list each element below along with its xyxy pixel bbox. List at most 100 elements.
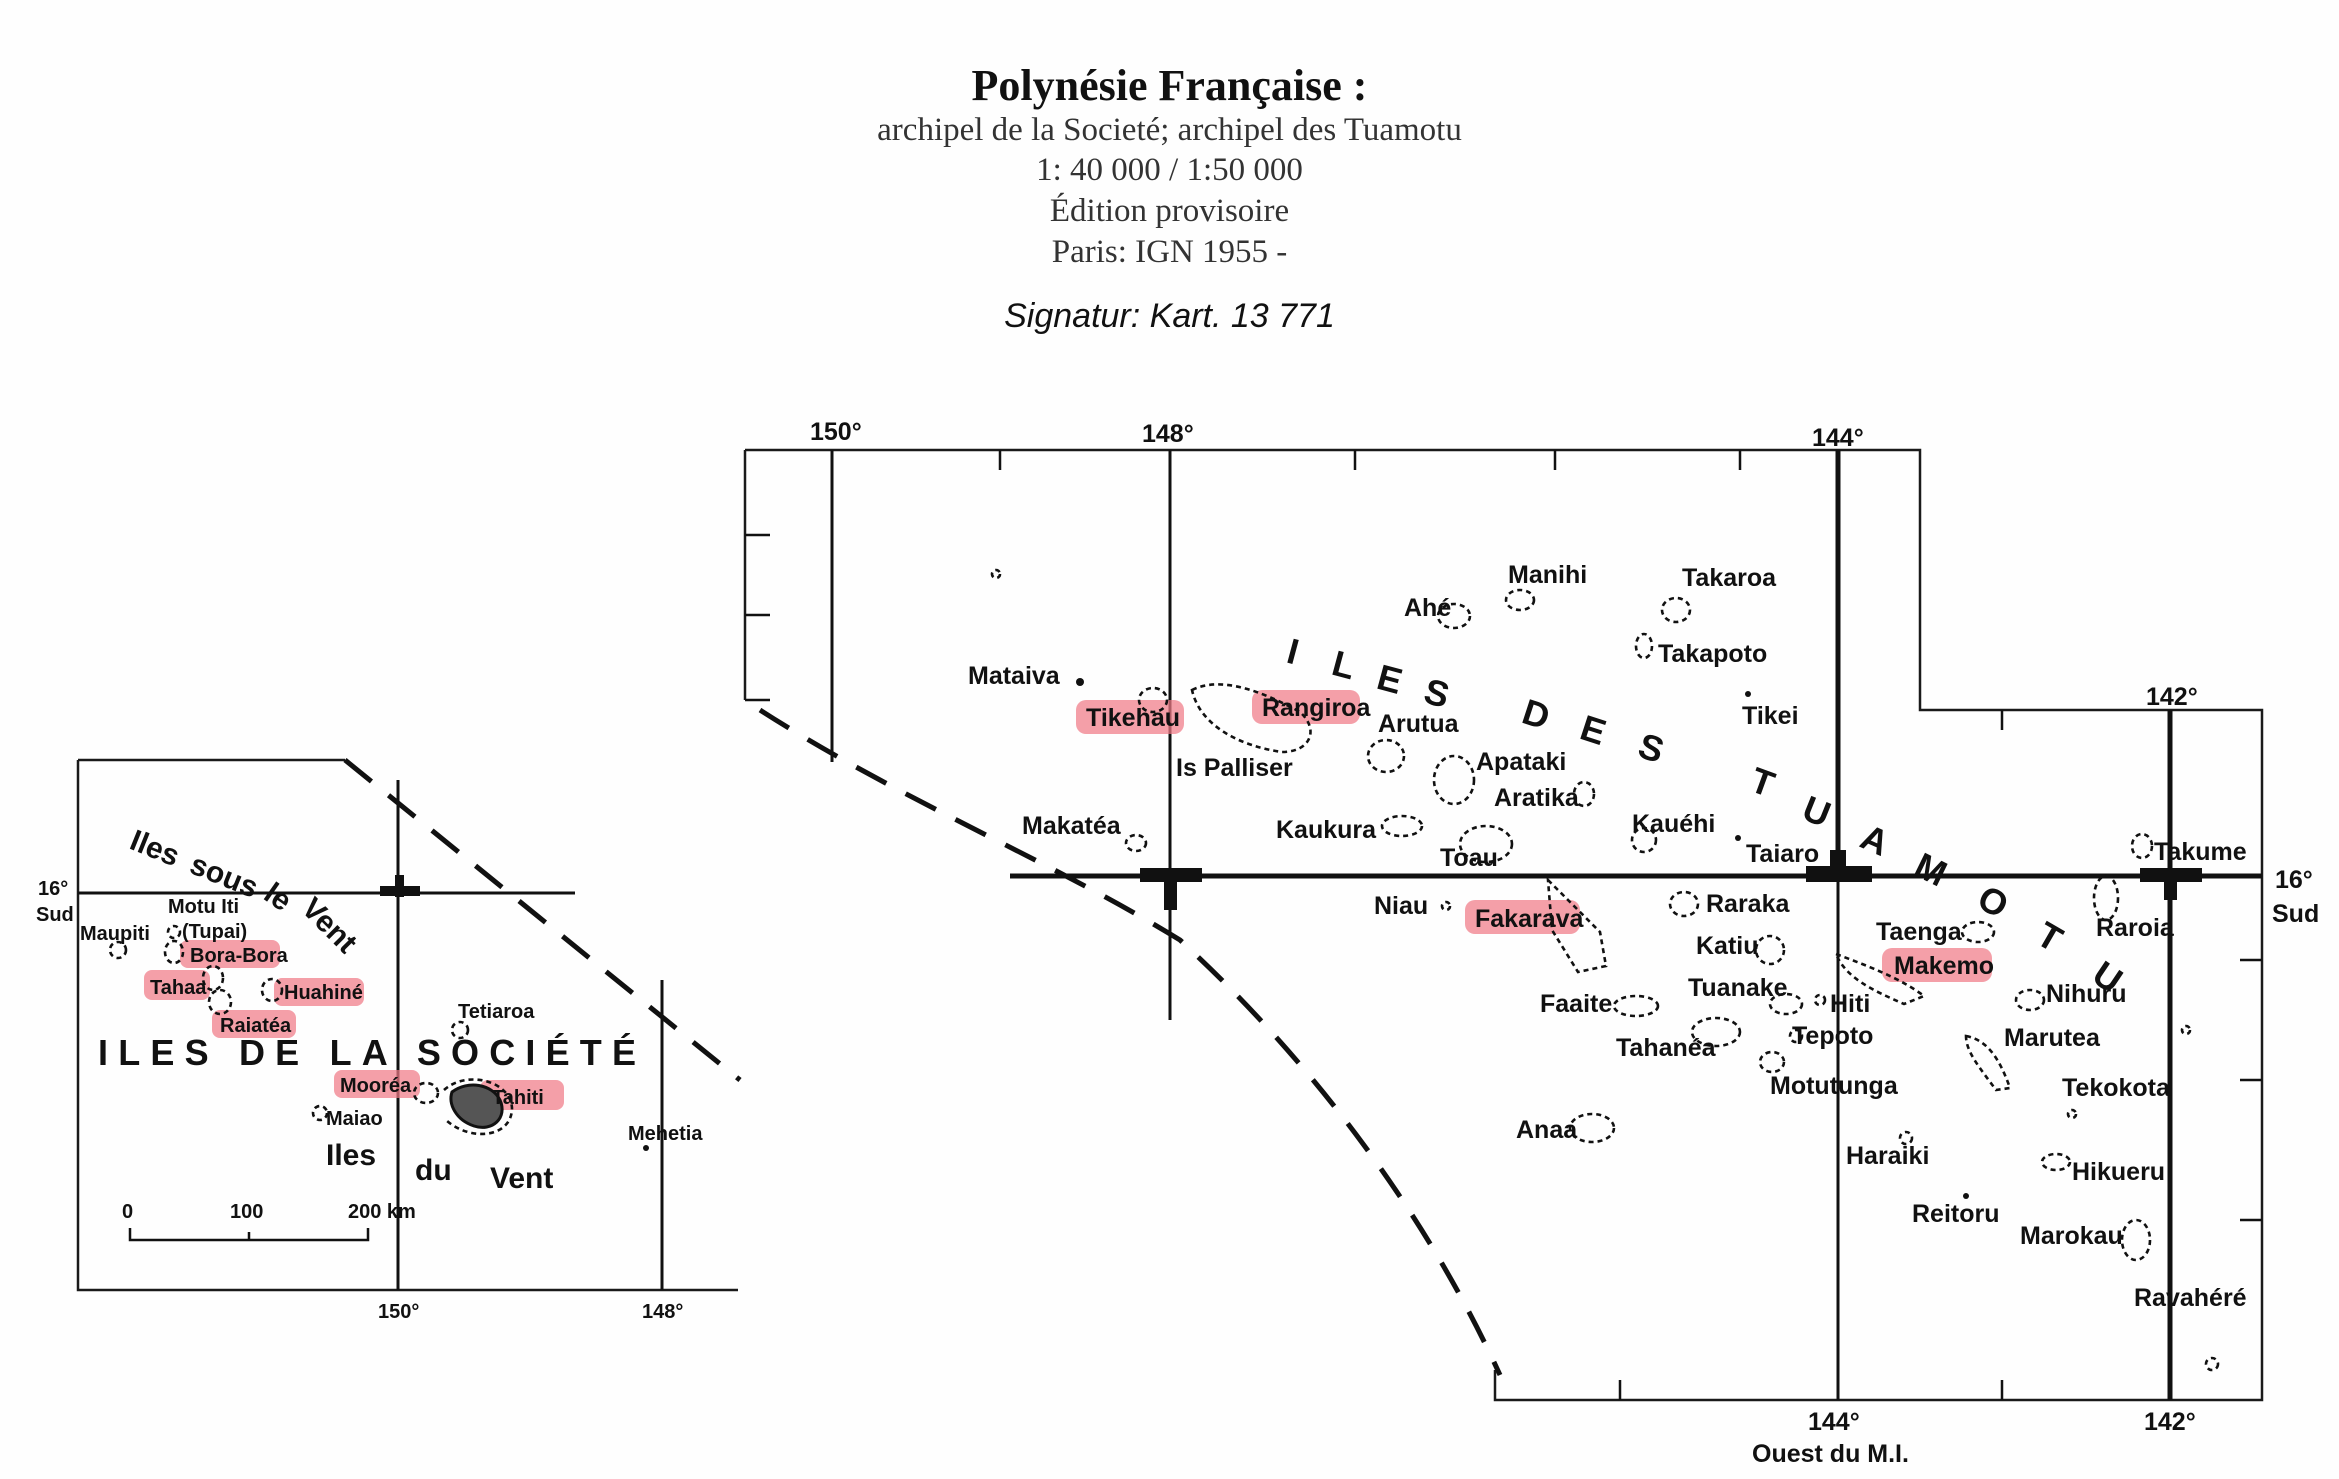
label-motu-iti: Motu Iti [168, 896, 239, 918]
highlight-raiatea [212, 1010, 296, 1038]
label-bora-bora: Bora-Bora [190, 945, 289, 967]
label-takaroa: Takaroa [1682, 564, 1777, 592]
subtitle-scale: 1: 40 000 / 1:50 000 [1036, 152, 1303, 188]
atoll-tikei [1745, 691, 1751, 697]
windward-label-iles: Iles [326, 1139, 376, 1172]
leeward-label-vent: Vent [295, 892, 363, 960]
label-tahiti: Tahiti [492, 1087, 544, 1109]
atoll-taenga [1960, 920, 1996, 944]
label-mataiva: Mataiva [968, 662, 1061, 690]
atoll-huahine [260, 977, 284, 1003]
atoll-takaroa [1660, 596, 1692, 624]
label-motutunga: Motutunga [1770, 1072, 1899, 1100]
windward-label-du: du [415, 1154, 452, 1187]
grid-cross-148-v [1164, 868, 1177, 910]
atoll-moorea [412, 1081, 440, 1105]
tuamotu-boundary-dash [758, 707, 1503, 1377]
label-toau: Toau [1440, 844, 1498, 872]
atoll-aratika [1572, 780, 1596, 808]
label-raraka: Raraka [1706, 890, 1790, 918]
atoll-takapoto [1634, 632, 1654, 660]
label-manihi: Manihi [1508, 561, 1587, 589]
label-haraiki: Haraiki [1846, 1142, 1929, 1170]
tuamotu-lon-148: 148° [1142, 420, 1194, 448]
meridian-note: Ouest du M.I. [1752, 1440, 1909, 1468]
tuamotu-map: 150° 148° 144° 142° 144° 142° Ouest du M… [743, 418, 2319, 1468]
region-letter-7: S [1634, 725, 1671, 772]
windward-label-vent: Vent [490, 1162, 553, 1195]
label-tekokota: Tekokota [2062, 1074, 2171, 1102]
grid-cross-144-v [1830, 850, 1846, 882]
label-tetiaroa: Tetiaroa [458, 1001, 535, 1023]
label-tahanea: Tahanéa [1616, 1034, 1717, 1062]
highlight-makemo [1882, 948, 1992, 982]
atoll-apataki [1432, 754, 1476, 806]
frame-ticks [745, 450, 2262, 1400]
label-katiu: Katiu [1696, 932, 1759, 960]
atoll-makemo [1833, 951, 1927, 1006]
atoll-arutua [1366, 738, 1406, 774]
label-aratika: Aratika [1494, 784, 1580, 812]
tuamotu-lat-sud: Sud [2272, 900, 2319, 928]
atoll-tekokota [2066, 1108, 2078, 1120]
call-number: Signatur: Kart. 13 771 [1004, 297, 1335, 335]
highlight-tahaa [144, 970, 210, 1000]
label-makatea: Makatéa [1022, 812, 1122, 840]
label-anaa: Anaa [1516, 1116, 1578, 1144]
atoll-kauehi [1630, 826, 1658, 854]
society-region-label: ILES DE LA SOCIÉTÉ [98, 1032, 638, 1073]
atoll-motutunga [1758, 1050, 1786, 1074]
society-boundary-dash [343, 758, 742, 1082]
atoll-niau [1440, 900, 1452, 912]
atoll-anaa [1568, 1112, 1616, 1144]
label-takume: Takume [2154, 838, 2247, 866]
region-letter-3: E [1373, 656, 1409, 702]
atoll-mataiva [1076, 678, 1084, 686]
region-letter-8: T [1745, 759, 1782, 806]
label-hiti: Hiti [1830, 990, 1870, 1018]
region-letter-12: O [1971, 877, 2017, 927]
label-faaite: Faaite [1540, 990, 1612, 1018]
subtitle-archipelagos: archipel de la Societé; archipel des Tua… [877, 112, 1462, 148]
atoll-raiatea [207, 988, 233, 1016]
atoll-kaukura [1380, 814, 1424, 838]
label-tupai: (Tupai) [182, 921, 247, 943]
scale-tick-100: 100 [230, 1201, 263, 1223]
label-ahe: Ahé [1404, 594, 1451, 622]
highlight-tikehau [1076, 700, 1184, 734]
atoll-tepoto [1788, 1028, 1804, 1044]
atoll-motu-iti [166, 924, 182, 940]
label-takapoto: Takapoto [1658, 640, 1767, 668]
region-letter-13: T [2030, 913, 2071, 961]
label-ravahere: Ravahéré [2134, 1284, 2247, 1312]
atoll-raroia [2092, 874, 2120, 922]
atoll-marutea [1964, 1034, 2012, 1092]
grid-cross-142-v [2164, 868, 2177, 900]
label-maupiti: Maupiti [80, 923, 150, 945]
atoll-katiu [1754, 934, 1786, 966]
society-lon-150: 150° [378, 1301, 419, 1323]
region-letter-2: L [1328, 642, 1362, 688]
atoll-tahaa [201, 964, 225, 992]
society-inset: 16° Sud 150° 148° Iles sous le Vent Iles… [36, 758, 742, 1323]
tuamotu-lon-144-top: 144° [1812, 424, 1864, 452]
label-moorea: Mooréa [340, 1075, 412, 1097]
island-tahiti [449, 1083, 504, 1129]
atoll-rangiroa [1190, 683, 1312, 754]
region-letter-6: E [1576, 707, 1613, 754]
atoll-manihi [1504, 588, 1536, 612]
label-kauehi: Kauéhi [1632, 810, 1715, 838]
label-maiao: Maiao [326, 1108, 383, 1130]
label-tikehau: Tikehau [1086, 704, 1180, 732]
subtitle-publisher: Paris: IGN 1955 - [1051, 234, 1288, 270]
society-frame [76, 758, 738, 1292]
label-huahine: Huahiné [284, 982, 363, 1004]
tuamotu-lat-16: 16° [2275, 866, 2313, 894]
label-makemo: Makemo [1894, 952, 1994, 980]
highlight-huahine [274, 978, 364, 1006]
label-marutea: Marutea [2004, 1024, 2101, 1052]
label-tepoto: Tepoto [1792, 1022, 1873, 1050]
label-palliser: Is Palliser [1176, 754, 1293, 782]
map-title: Polynésie Française : [971, 61, 1368, 110]
